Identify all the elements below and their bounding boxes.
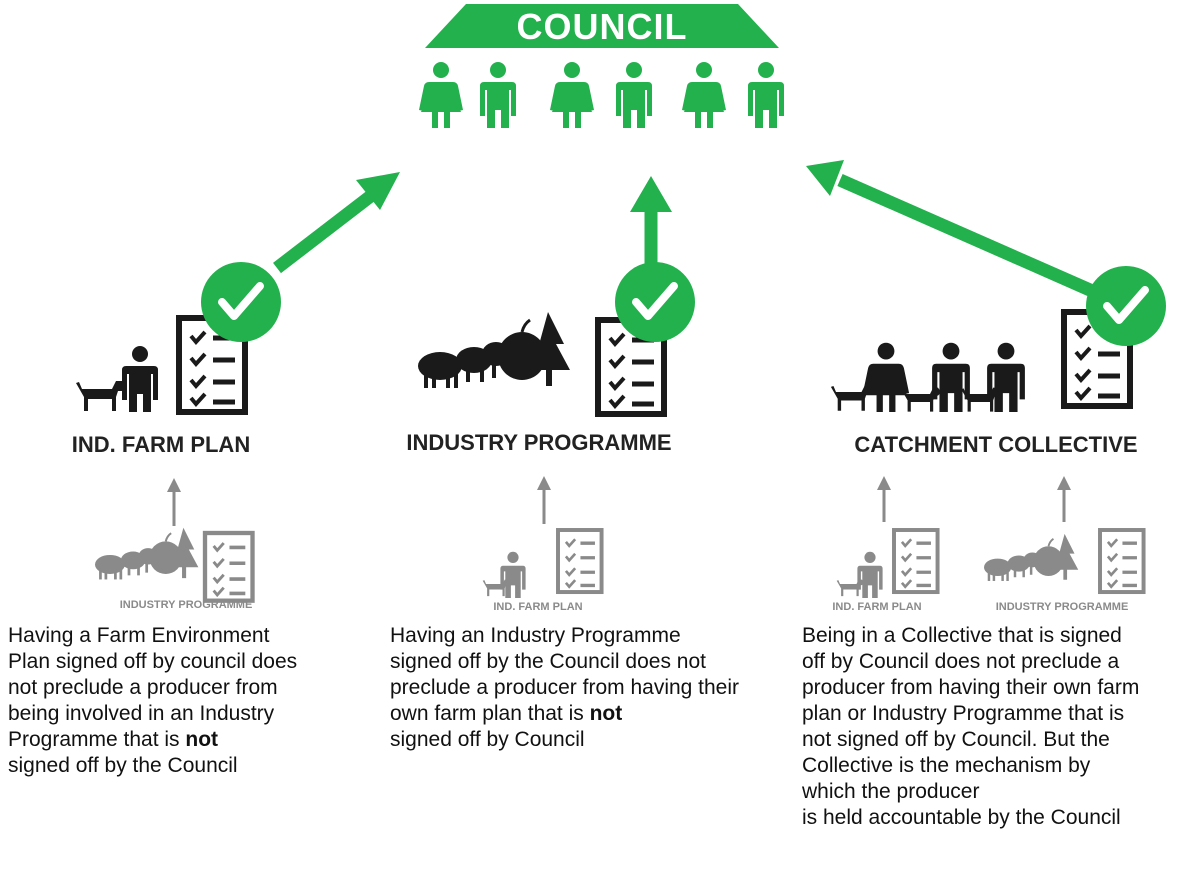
check-badge-icon [615, 262, 695, 342]
sub-arrow [1057, 476, 1071, 522]
ind-farm-plan-small-icon [836, 528, 940, 598]
plan-title: INDUSTRY PROGRAMME [406, 430, 671, 455]
description-ind-farm-plan: Having a Farm Environment Plan signed of… [8, 624, 298, 777]
sub-label: IND. FARM PLAN [832, 601, 921, 613]
sub-arrow [537, 476, 551, 524]
industry-programme-small-icon [93, 526, 253, 601]
industry-programme-small-icon [983, 528, 1146, 595]
description-industry-programme: Having an Industry Programme signed off … [390, 624, 740, 751]
council-banner [425, 4, 779, 48]
check-badge-icon [1086, 266, 1166, 346]
catchment-collective-icon [830, 312, 1130, 412]
description-catchment-collective: Being in a Collective that is signed off… [802, 624, 1140, 829]
plan-title: CATCHMENT COLLECTIVE [854, 432, 1137, 457]
council-title: COUNCIL [517, 6, 688, 47]
plan-title: IND. FARM PLAN [72, 432, 250, 457]
check-badge-icon [201, 262, 281, 342]
council-people-icon [419, 62, 784, 128]
sub-arrow [877, 476, 891, 522]
sub-arrow [167, 478, 181, 526]
ind-farm-plan-small-icon [482, 528, 604, 598]
sub-label: IND. FARM PLAN [493, 601, 582, 613]
approval-arrows [273, 160, 1093, 296]
sub-label: INDUSTRY PROGRAMME [120, 599, 253, 611]
sub-label: INDUSTRY PROGRAMME [996, 601, 1129, 613]
